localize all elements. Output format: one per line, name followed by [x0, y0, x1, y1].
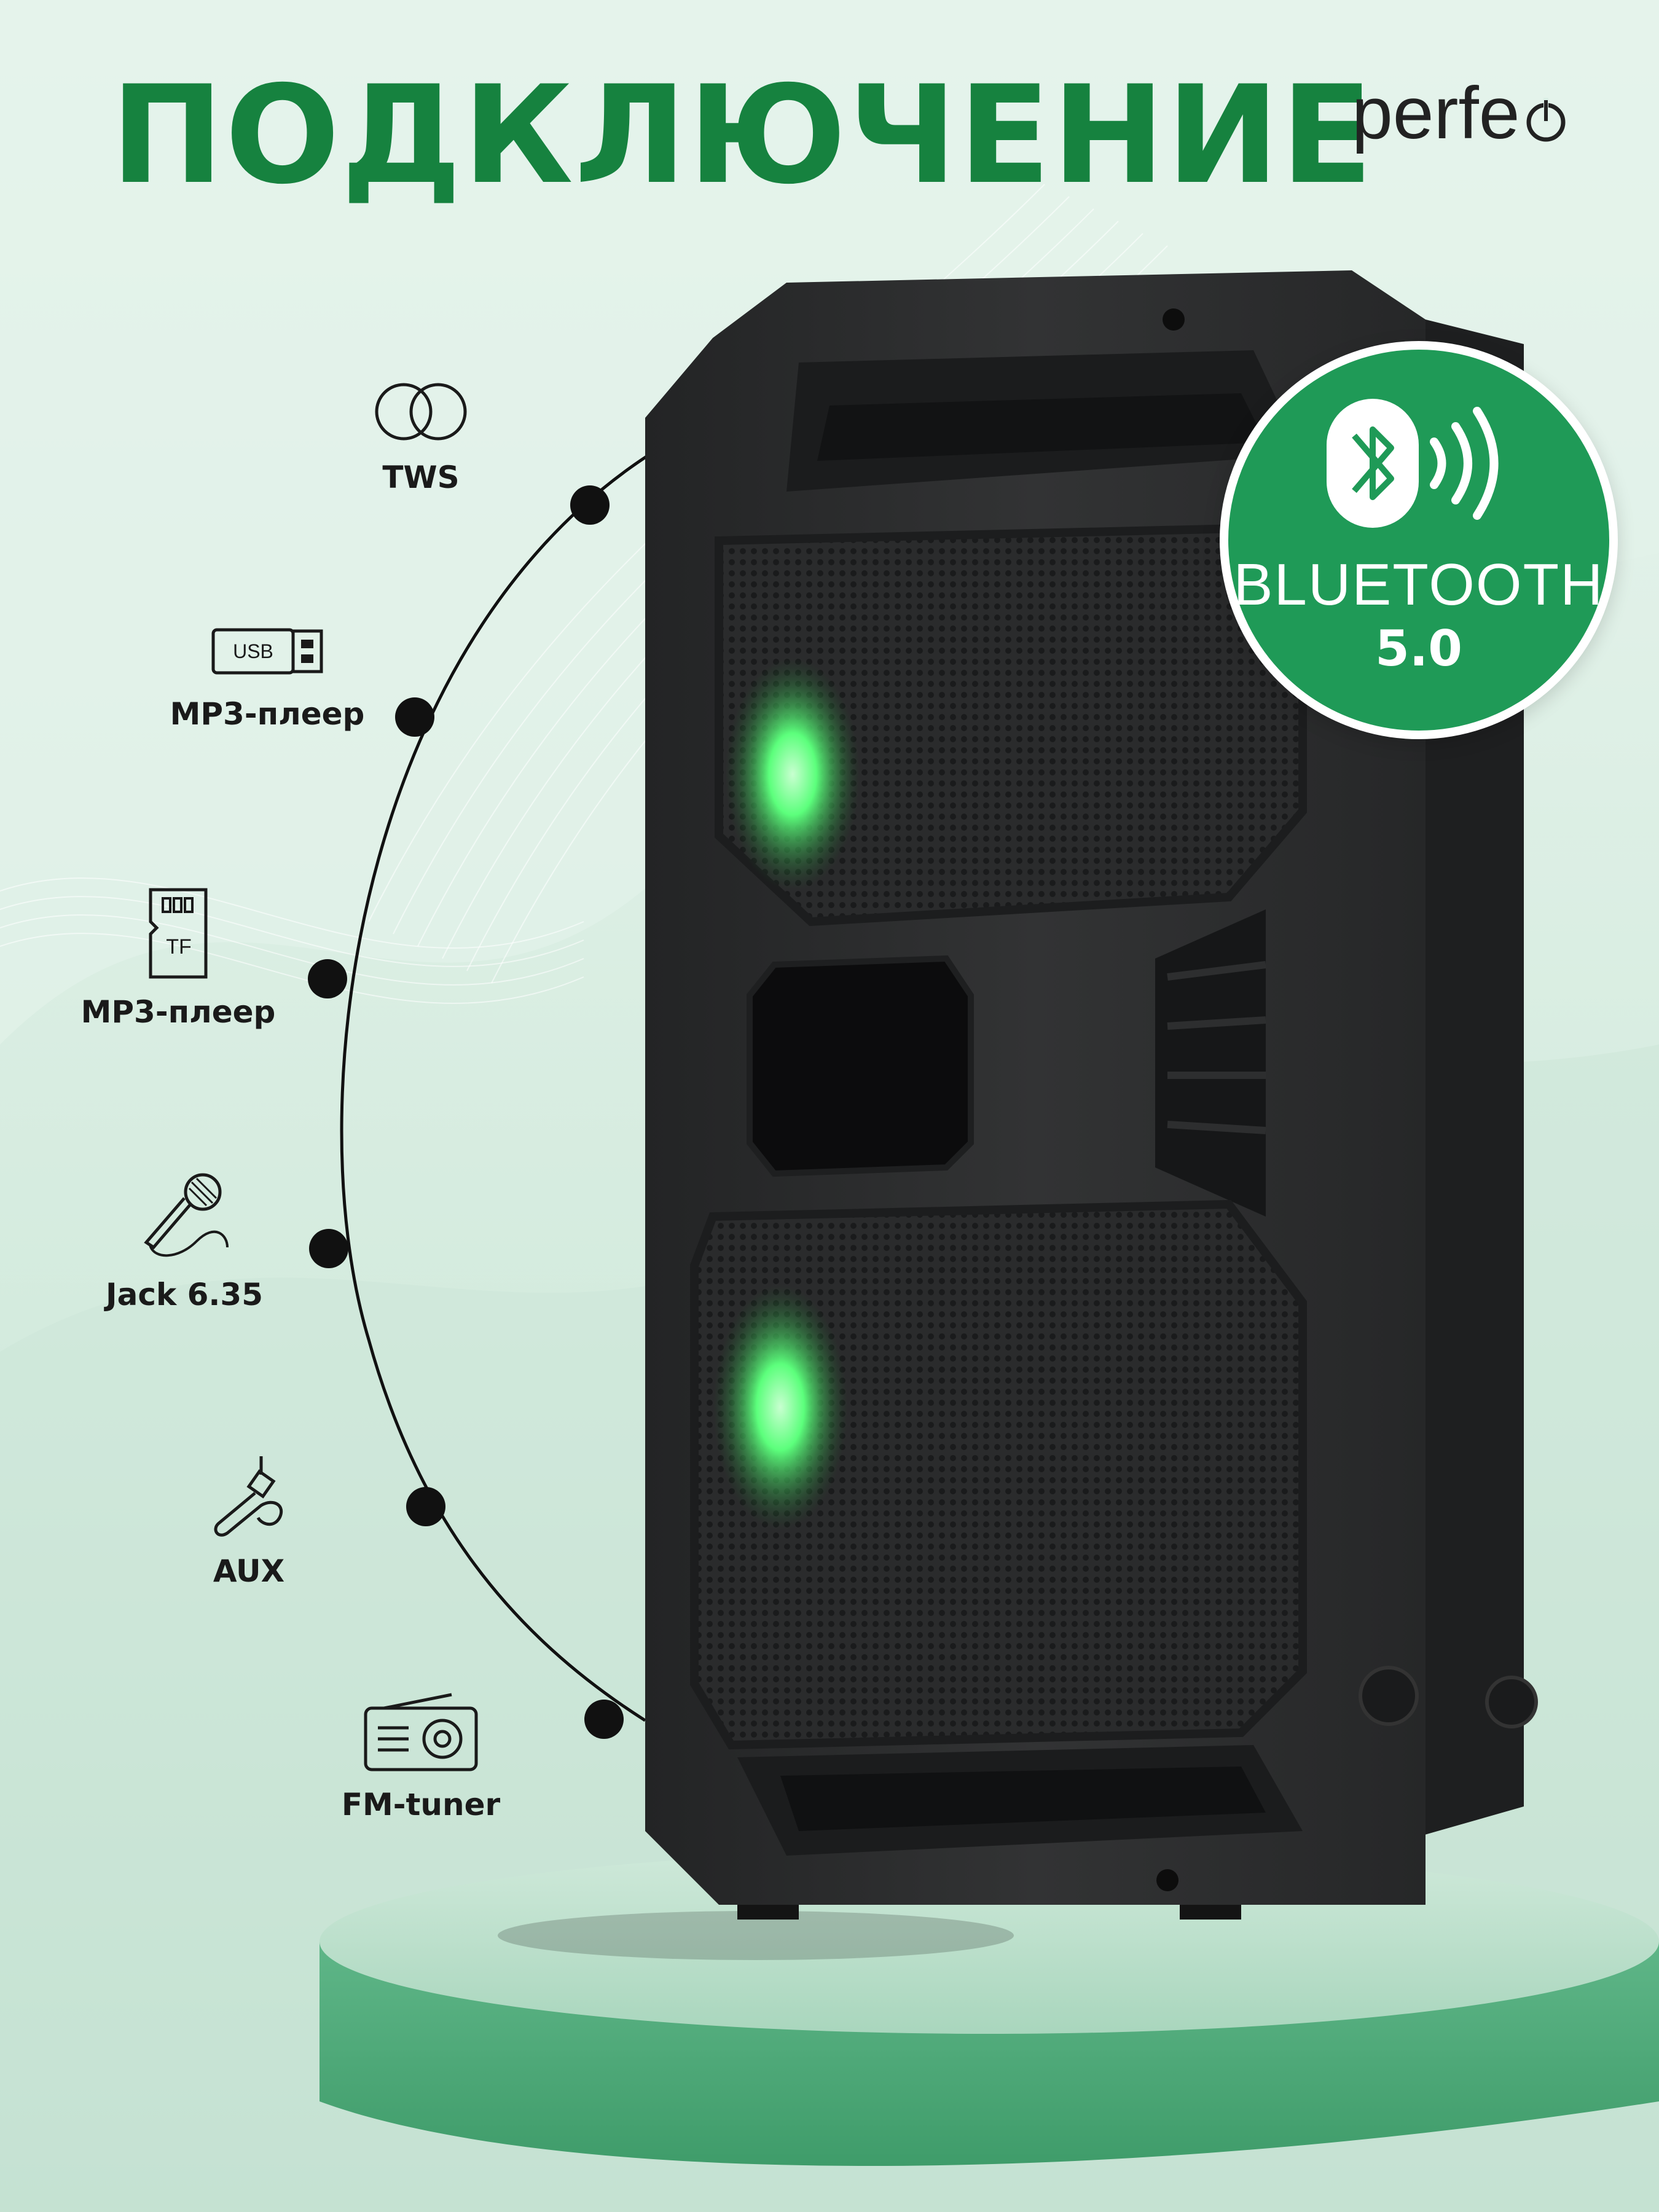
page-title: ПОДКЛЮЧЕНИЕ	[111, 57, 1375, 214]
brand-logo: perfe	[1352, 71, 1569, 155]
feature-aux: AUX	[120, 1450, 378, 1589]
feature-label: FM-tuner	[341, 1787, 501, 1822]
bluetooth-label: BLUETOOTH	[1233, 552, 1604, 618]
power-icon	[1526, 98, 1566, 142]
arc-dot	[395, 697, 434, 737]
bluetooth-badge: BLUETOOTH 5.0	[1220, 341, 1618, 739]
microphone-icon	[144, 1173, 229, 1257]
arc-dot	[584, 1700, 624, 1739]
arc-dot	[309, 1229, 348, 1268]
feature-fm-tuner: FM-tuner	[292, 1690, 550, 1822]
feature-usb: USB MP3-плеер	[138, 618, 396, 732]
radio-icon	[364, 1693, 478, 1771]
arc-dot	[308, 959, 347, 998]
speaker-image	[645, 270, 1538, 1920]
usb-icon: USB	[211, 628, 323, 675]
tf-card-icon: TF	[149, 888, 208, 979]
bluetooth-version: 5.0	[1375, 620, 1462, 677]
feature-tws: TWS	[292, 375, 550, 495]
tf-icon-text: TF	[166, 935, 192, 959]
brand-text: perfe	[1352, 72, 1520, 154]
feature-label: MP3-плеер	[170, 696, 365, 732]
feature-label: Jack 6.35	[105, 1277, 263, 1312]
led-light-upper	[725, 657, 860, 891]
feature-label: TWS	[382, 460, 460, 495]
tws-rings-icon	[375, 383, 467, 441]
feature-tf-card: TF MP3-плеер	[49, 885, 307, 1030]
led-light-lower	[713, 1284, 848, 1530]
usb-icon-text: USB	[233, 640, 273, 662]
arc-dot	[406, 1487, 445, 1526]
aux-cable-icon	[214, 1456, 283, 1537]
feature-label: AUX	[213, 1553, 285, 1589]
bluetooth-wave-icon	[1327, 399, 1499, 528]
arc-dot	[570, 485, 610, 525]
connection-arc	[308, 428, 692, 1739]
feature-jack: Jack 6.35	[55, 1167, 313, 1312]
feature-label: MP3-плеер	[80, 994, 276, 1030]
